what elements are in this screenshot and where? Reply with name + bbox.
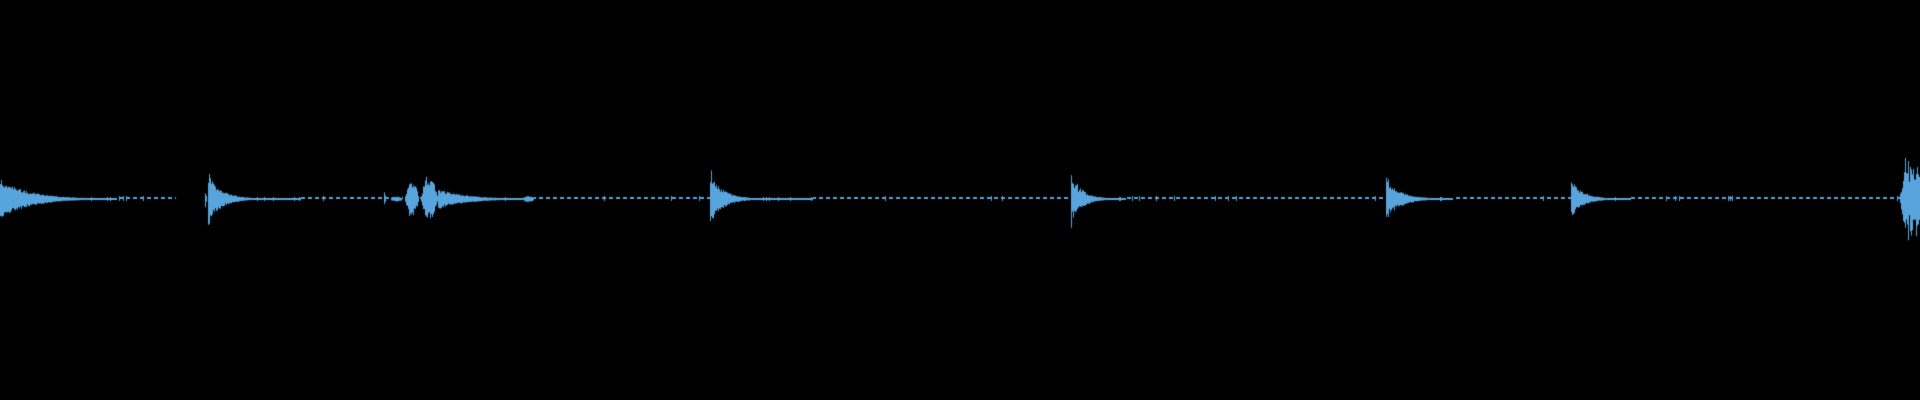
- waveform-viewer: [0, 0, 1920, 400]
- audio-waveform-canvas: [0, 0, 1920, 400]
